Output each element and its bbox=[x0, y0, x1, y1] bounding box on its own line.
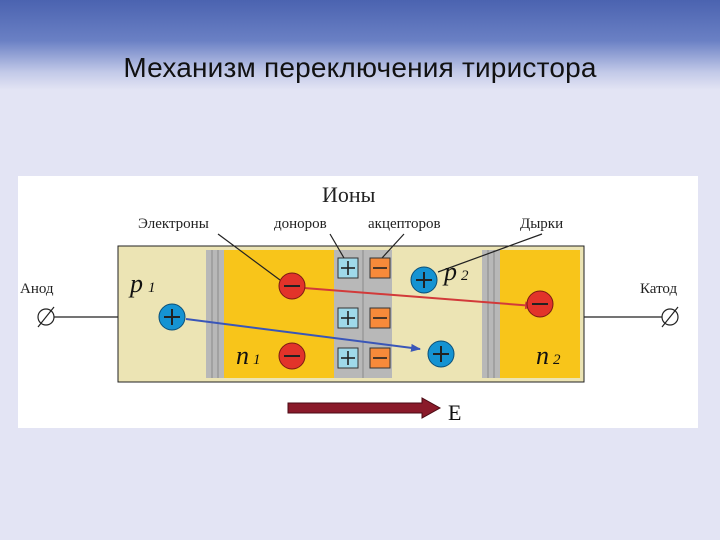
electron-path-arrow bbox=[303, 287, 535, 310]
anode-terminal-icon bbox=[37, 306, 55, 328]
hole-path-arrow bbox=[185, 318, 421, 352]
acceptor-ion-icon bbox=[369, 307, 391, 329]
acceptor-ion-icon bbox=[369, 347, 391, 369]
donor-ion-icon bbox=[337, 257, 359, 279]
electron-icon bbox=[278, 272, 306, 300]
cathode-label: Катод bbox=[640, 281, 678, 297]
slide-title: Механизм переключения тиристора bbox=[123, 52, 597, 83]
svg-text:1: 1 bbox=[148, 280, 156, 296]
junction-j3 bbox=[482, 250, 500, 378]
holes-leader-line bbox=[437, 233, 543, 273]
anode-label: Анод bbox=[20, 281, 54, 297]
hole-icon bbox=[410, 266, 438, 294]
cathode-terminal-icon bbox=[661, 306, 679, 328]
acceptors-leader-line bbox=[381, 233, 405, 259]
svg-text:2: 2 bbox=[553, 352, 561, 368]
acceptor-ion-icon bbox=[369, 257, 391, 279]
hole-icon bbox=[158, 303, 186, 331]
electrons-label: Электроны bbox=[138, 216, 209, 232]
donor-ion-icon bbox=[337, 307, 359, 329]
region-label-n2: n 2 bbox=[536, 341, 561, 370]
thyristor-diagram-panel: Ионы Электроны доноров акцепторов Дырки bbox=[18, 176, 698, 428]
junction-j1 bbox=[206, 250, 224, 378]
donors-label: доноров bbox=[274, 216, 327, 232]
acceptors-label: акцепторов bbox=[368, 216, 441, 232]
holes-label: Дырки bbox=[520, 216, 563, 232]
donor-ion-icon bbox=[337, 347, 359, 369]
donors-leader-line bbox=[329, 233, 345, 259]
region-label-p2: p 2 bbox=[442, 257, 469, 286]
svg-text:p: p bbox=[128, 269, 143, 298]
svg-text:p: p bbox=[442, 257, 457, 286]
electron-icon bbox=[278, 342, 306, 370]
ions-label: Ионы bbox=[322, 182, 376, 207]
electron-icon bbox=[526, 290, 554, 318]
svg-text:n: n bbox=[236, 341, 249, 370]
svg-text:2: 2 bbox=[461, 268, 469, 284]
hole-icon bbox=[427, 340, 455, 368]
electrons-leader-line bbox=[217, 233, 281, 281]
field-arrow bbox=[287, 397, 442, 419]
svg-text:1: 1 bbox=[253, 352, 261, 368]
field-label: Е bbox=[448, 400, 461, 425]
title-banner bbox=[0, 0, 720, 90]
thyristor-diagram: Ионы Электроны доноров акцепторов Дырки bbox=[20, 182, 679, 425]
region-label-p1: p 1 bbox=[128, 269, 156, 298]
svg-text:n: n bbox=[536, 341, 549, 370]
region-label-n1: n 1 bbox=[236, 341, 261, 370]
